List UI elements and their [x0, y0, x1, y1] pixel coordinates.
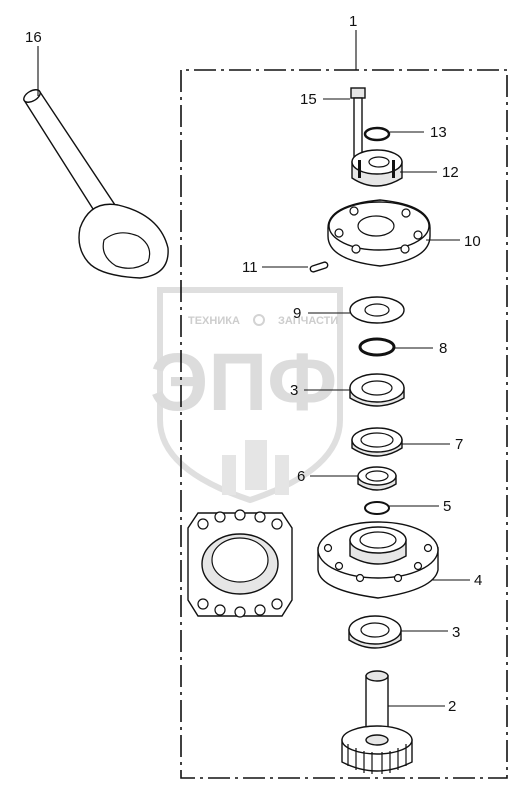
label-1: 1 — [349, 13, 357, 30]
assembly-frame — [180, 30, 508, 779]
part-labels: 1 16 15 13 12 10 11 9 8 3 7 6 5 4 3 2 — [25, 13, 482, 715]
snap-ring-upper-part — [358, 337, 396, 357]
label-9: 9 — [293, 305, 301, 322]
label-15: 15 — [300, 91, 317, 108]
label-13: 13 — [430, 124, 447, 141]
gear-icon — [253, 314, 265, 326]
bearing-lower-part — [348, 615, 402, 649]
watermark: ТЕХНИКА ЗАПЧАСТИ ЭПФ — [150, 287, 343, 504]
label-10: 10 — [464, 233, 481, 250]
seal-ring-part — [351, 427, 403, 457]
watermark-big: ЭПФ — [150, 337, 337, 428]
castle-nut-part — [351, 149, 403, 187]
label-6: 6 — [297, 468, 305, 485]
label-3-upper: 3 — [290, 382, 298, 399]
bearing-upper-part — [349, 373, 405, 407]
watermark-line1: ТЕХНИКА — [188, 315, 240, 327]
gear-shaft-part — [341, 670, 413, 774]
watermark-line2: ЗАПЧАСТИ — [278, 315, 338, 327]
label-5: 5 — [443, 498, 451, 515]
label-2: 2 — [448, 698, 456, 715]
bolt-part — [350, 87, 366, 163]
washer-part — [349, 296, 405, 324]
label-8: 8 — [439, 340, 447, 357]
leader-lines — [37, 46, 470, 707]
label-16: 16 — [25, 29, 42, 46]
label-12: 12 — [442, 164, 459, 181]
wrench-part — [22, 89, 169, 279]
snap-ring-lower-part — [364, 501, 390, 515]
wheat-icon — [222, 440, 289, 495]
housing-side-view-part — [187, 509, 293, 618]
bushing-part — [357, 466, 397, 491]
label-7: 7 — [455, 436, 463, 453]
flange-plate-part — [327, 199, 431, 267]
bearing-housing-part — [317, 521, 439, 599]
pin-part — [309, 261, 329, 273]
label-3-lower: 3 — [452, 624, 460, 641]
label-4: 4 — [474, 572, 482, 589]
label-11: 11 — [242, 259, 258, 276]
small-ring-part — [363, 126, 391, 142]
